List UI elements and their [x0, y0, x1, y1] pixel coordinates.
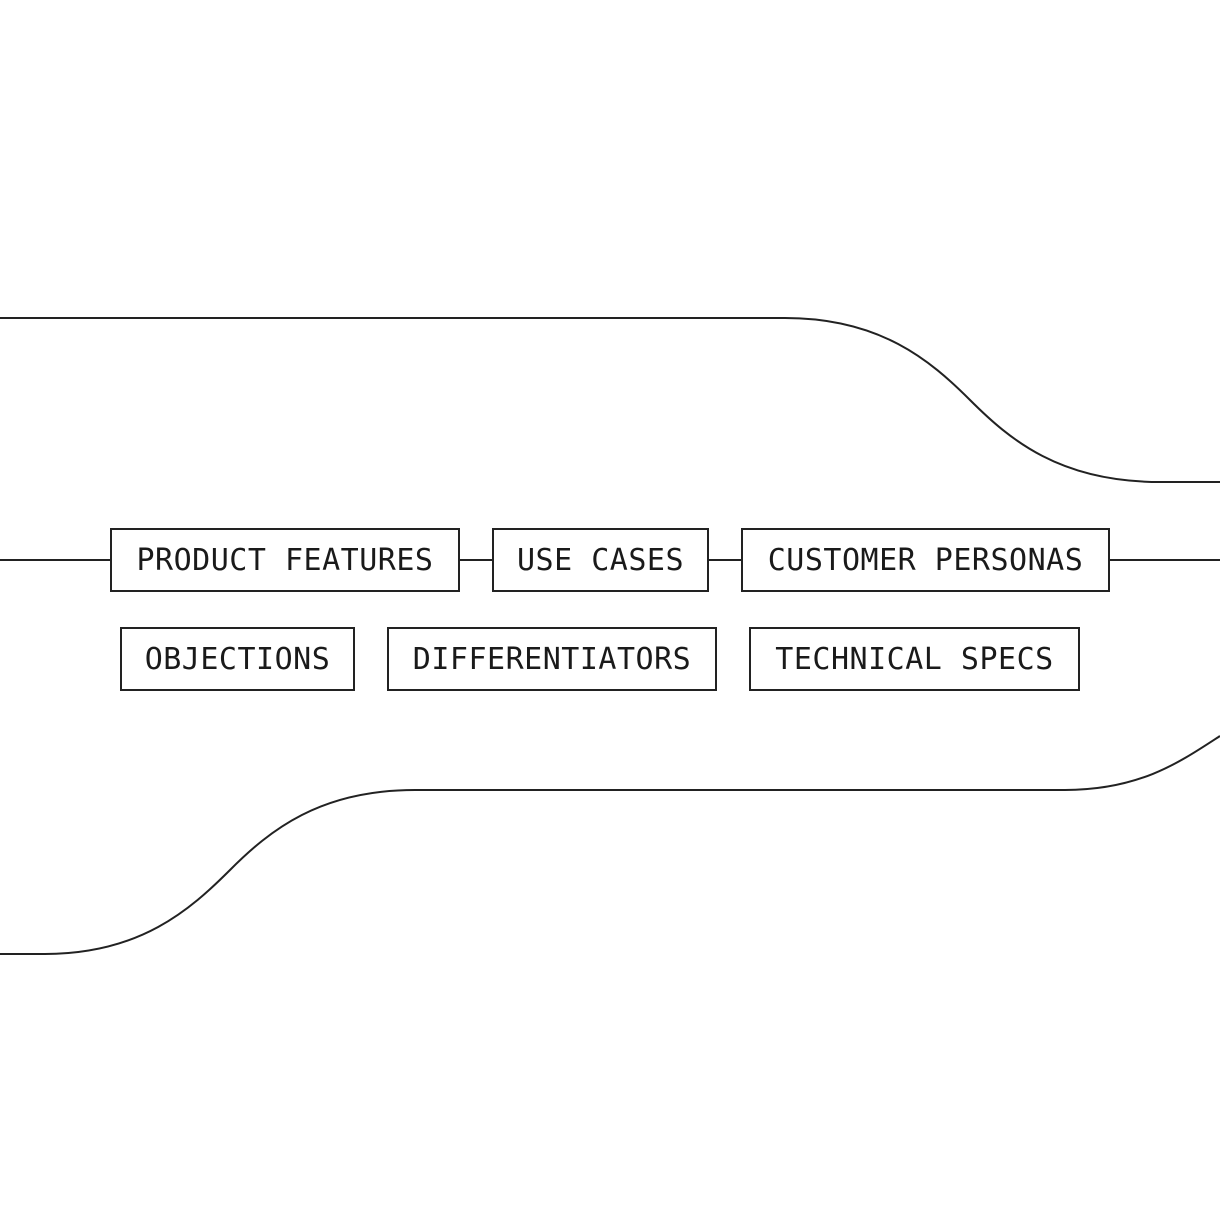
upper-contour-line: [0, 317, 1220, 483]
tag-technical-specs: TECHNICAL SPECS: [749, 627, 1080, 691]
tag-use-cases: USE CASES: [492, 528, 709, 592]
lower-contour-line: [0, 735, 1220, 955]
tag-customer-personas: CUSTOMER PERSONAS: [741, 528, 1110, 592]
tag-differentiators: DIFFERENTIATORS: [387, 627, 717, 691]
tag-product-features: PRODUCT FEATURES: [110, 528, 460, 592]
tag-objections: OBJECTIONS: [120, 627, 355, 691]
